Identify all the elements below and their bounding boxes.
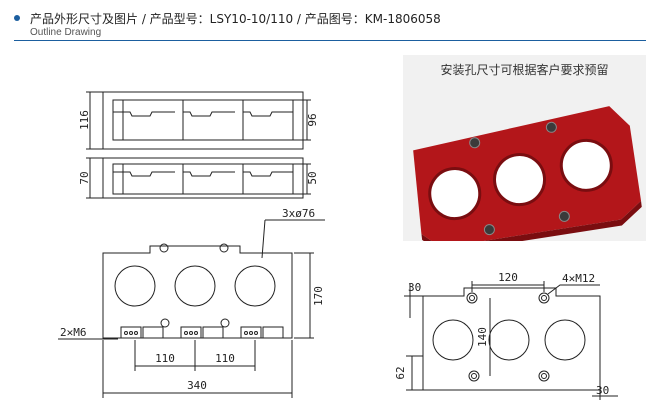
front-view-drawing	[58, 219, 325, 398]
photo-caption: 安装孔尺寸可根据客户要求预留	[440, 63, 609, 77]
page-subtitle: Outline Drawing	[30, 27, 102, 38]
top-view-drawing	[86, 91, 311, 150]
mount-dim-30-bottom: 30	[596, 384, 609, 397]
dim-116: 116	[78, 110, 91, 130]
mounting-view-drawing	[404, 281, 618, 400]
mount-dim-30-top: 30	[408, 281, 421, 294]
holes-label: 3xø76	[282, 207, 315, 220]
dim-96: 96	[306, 113, 319, 126]
mount-screw-label: 4✕M12	[562, 272, 595, 285]
dim-70: 70	[78, 171, 91, 184]
dim-340: 340	[187, 379, 207, 392]
dim-170: 170	[312, 286, 325, 306]
dim-110-right: 110	[215, 352, 235, 365]
mount-dim-62: 62	[394, 366, 407, 379]
mount-dim-120: 120	[498, 271, 518, 284]
header-divider	[14, 40, 646, 41]
dim-110-left: 110	[155, 352, 175, 365]
dim-50: 50	[306, 171, 319, 184]
bullet-icon	[14, 15, 20, 21]
front-screw-label: 2✕M6	[60, 326, 87, 339]
product-photo	[413, 106, 642, 254]
page-title: 产品外形尺寸及图片 / 产品型号：LSY10-10/110 / 产品图号：KM-…	[30, 12, 441, 26]
mount-dim-140: 140	[476, 327, 489, 347]
product-photo-panel: 安装孔尺寸可根据客户要求预留	[403, 55, 646, 254]
side-view-drawing	[86, 157, 311, 199]
